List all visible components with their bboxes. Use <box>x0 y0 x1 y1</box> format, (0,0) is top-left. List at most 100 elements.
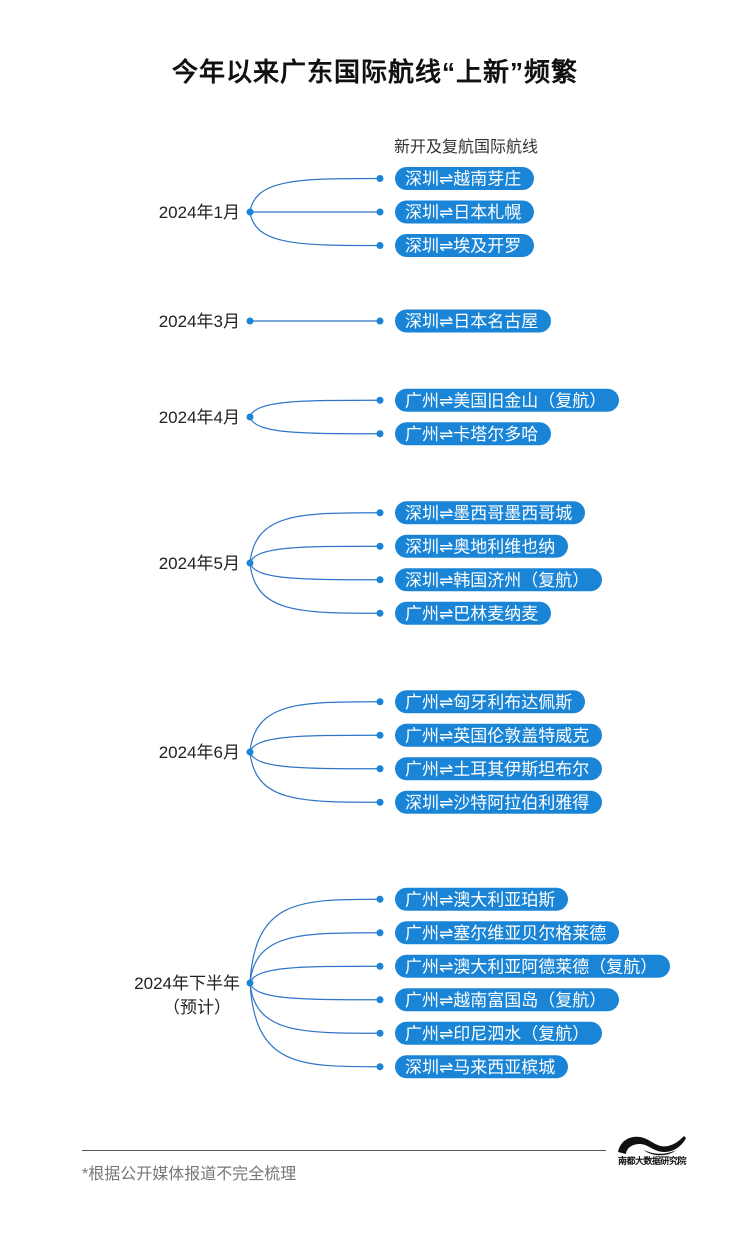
route-dot <box>376 765 384 773</box>
route-connector <box>249 177 381 213</box>
route-label: 广州⇌越南富国岛（复航） <box>405 991 606 1010</box>
route-connector <box>249 562 381 581</box>
month-label: 2024年4月 <box>159 408 240 427</box>
route-connector <box>249 734 381 753</box>
route-connector <box>249 751 381 770</box>
route-label: 深圳⇌奥地利维也纳 <box>405 537 555 556</box>
route-dot <box>376 731 384 739</box>
route-pill <box>395 309 551 333</box>
month-dot <box>246 979 254 987</box>
route-pill <box>395 501 585 525</box>
route-pill <box>395 954 670 978</box>
route-label: 广州⇌印尼泗水（复航） <box>405 1024 589 1043</box>
route-pill <box>395 534 568 558</box>
route-dot <box>376 698 384 706</box>
footnote: *根据公开媒体报道不完全梳理 <box>82 1166 297 1183</box>
month-group: 2024年3月 深圳⇌日本名古屋 <box>159 309 551 333</box>
month-dot <box>246 208 254 216</box>
route-pill <box>395 200 534 224</box>
route-dot <box>376 576 384 584</box>
route-label: 深圳⇌韩国济州（复航） <box>405 571 589 590</box>
route-connector <box>249 982 381 1001</box>
month-dot <box>246 559 254 567</box>
route-label: 深圳⇌越南芽庄 <box>405 170 521 189</box>
route-label: 广州⇌巴林麦纳麦 <box>405 604 538 623</box>
routes-column-header: 新开及复航国际航线 <box>394 139 539 156</box>
route-pill <box>395 757 602 781</box>
month-label-note: （预计） <box>163 998 231 1017</box>
route-dot <box>376 317 384 325</box>
route-pill <box>395 887 568 911</box>
route-dot <box>376 509 384 517</box>
route-connector <box>249 399 381 418</box>
route-label: 广州⇌匈牙利布达佩斯 <box>405 693 572 712</box>
route-label: 广州⇌澳大利亚珀斯 <box>405 890 555 909</box>
route-dot <box>376 929 384 937</box>
route-label: 深圳⇌日本名古屋 <box>405 312 538 331</box>
month-dot <box>246 748 254 756</box>
route-dot <box>376 430 384 438</box>
route-connector <box>249 545 381 564</box>
logo-text: 南都大数据研究院 <box>617 1156 687 1166</box>
route-connector <box>249 982 381 1034</box>
route-dot <box>376 609 384 617</box>
route-connector <box>249 932 381 984</box>
month-label: 2024年3月 <box>159 312 240 331</box>
route-connector <box>249 982 381 1068</box>
route-label: 深圳⇌埃及开罗 <box>405 237 521 256</box>
route-connector <box>249 416 381 435</box>
route-connector <box>249 211 381 247</box>
route-pill <box>395 422 551 446</box>
route-dot <box>376 542 384 550</box>
route-dot <box>376 962 384 970</box>
route-dot <box>376 208 384 216</box>
route-pill <box>395 568 602 592</box>
route-pill <box>395 988 619 1012</box>
route-pill <box>395 167 534 190</box>
month-label: 2024年5月 <box>159 554 240 573</box>
route-pill <box>395 1055 568 1079</box>
route-label: 广州⇌卡塔尔多哈 <box>405 425 538 444</box>
route-label: 深圳⇌日本札幌 <box>405 203 521 222</box>
month-group: 2024年6月 广州⇌匈牙利布达佩斯广州⇌英国伦敦盖特威克广州⇌土耳其伊斯坦布尔深… <box>159 690 602 814</box>
route-connector <box>249 751 381 803</box>
month-dot <box>246 413 254 421</box>
route-dot <box>376 242 384 249</box>
route-label: 广州⇌澳大利亚阿德莱德（复航） <box>405 957 657 976</box>
footer-divider <box>82 1150 606 1151</box>
route-dot <box>376 996 384 1004</box>
route-dot <box>376 396 384 404</box>
month-label: 2024年1月 <box>159 203 240 222</box>
route-pill <box>395 790 602 814</box>
route-pill <box>395 388 619 412</box>
wave-logo-icon <box>618 1136 686 1156</box>
route-pill <box>395 723 602 747</box>
route-dot <box>376 895 384 903</box>
month-dot <box>246 317 254 325</box>
route-dot <box>376 175 384 182</box>
month-group: 2024年下半年 （预计） 广州⇌澳大利亚珀斯广州⇌塞尔维亚贝尔格莱德广州⇌澳大利亚… <box>134 887 670 1079</box>
route-connector <box>249 512 381 564</box>
route-label: 深圳⇌沙特阿拉伯利雅得 <box>405 793 589 812</box>
month-label: 2024年6月 <box>159 743 240 762</box>
route-connector <box>249 898 381 984</box>
route-label: 深圳⇌墨西哥墨西哥城 <box>405 504 572 523</box>
route-dot <box>376 1063 384 1071</box>
route-label: 广州⇌英国伦敦盖特威克 <box>405 726 589 745</box>
route-pill <box>395 1021 602 1045</box>
page-title: 今年以来广东国际航线“上新”频繁 <box>171 57 578 87</box>
route-label: 广州⇌土耳其伊斯坦布尔 <box>405 760 589 779</box>
route-pill <box>395 601 551 625</box>
route-pill <box>395 921 619 945</box>
route-dot <box>376 1029 384 1037</box>
route-dot <box>376 798 384 806</box>
route-label: 广州⇌塞尔维亚贝尔格莱德 <box>405 924 606 943</box>
route-pill <box>395 234 534 257</box>
month-label: 2024年下半年 <box>134 974 240 993</box>
route-pill <box>395 690 585 714</box>
route-connector <box>249 701 381 753</box>
